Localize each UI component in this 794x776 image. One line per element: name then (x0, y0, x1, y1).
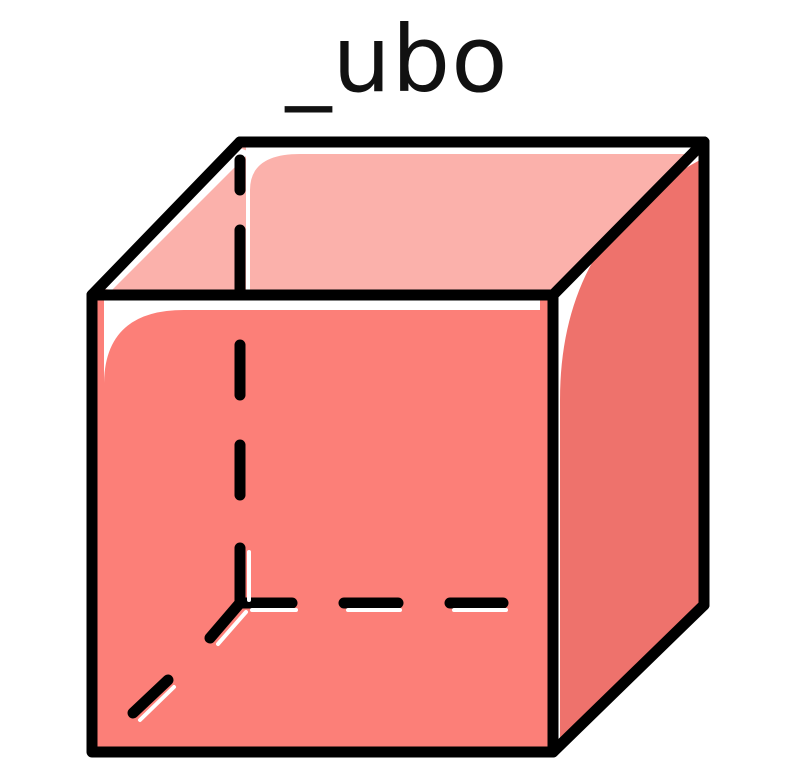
cube-hidden-edges-shadow (138, 550, 508, 722)
cube-outline (86, 136, 710, 758)
title-text: _ubo (285, 6, 509, 113)
cube-hidden-edges (127, 154, 509, 719)
cube-side-face (553, 142, 704, 752)
